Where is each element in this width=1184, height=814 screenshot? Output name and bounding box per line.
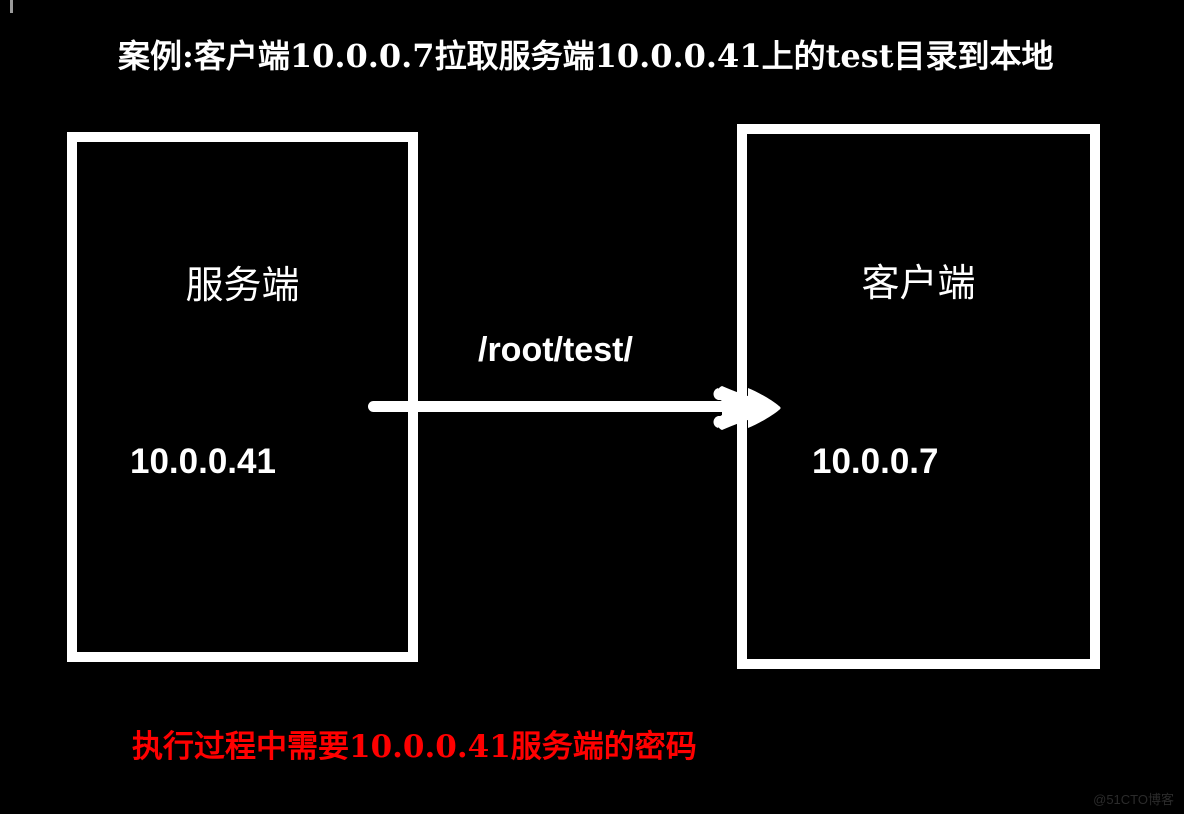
transfer-path-label: /root/test/ [478,331,633,369]
client-node-box: 客户端 10.0.0.7 [737,124,1100,669]
server-node-ip: 10.0.0.41 [130,442,276,481]
arrow-icon [368,386,781,430]
transfer-arrow [360,380,790,440]
client-node-label: 客户端 [861,261,976,305]
server-node-box: 服务端 10.0.0.41 [67,132,418,662]
corner-artifact-mark [10,0,13,13]
client-node-ip: 10.0.0.7 [812,442,939,481]
page-title: 案例:客户端10.0.0.7拉取服务端10.0.0.41上的test目录到本地 [118,37,1054,75]
footer-note: 执行过程中需要10.0.0.41服务端的密码 [132,729,697,765]
watermark: @51CTO博客 [1093,792,1174,807]
server-node-label: 服务端 [185,263,300,307]
